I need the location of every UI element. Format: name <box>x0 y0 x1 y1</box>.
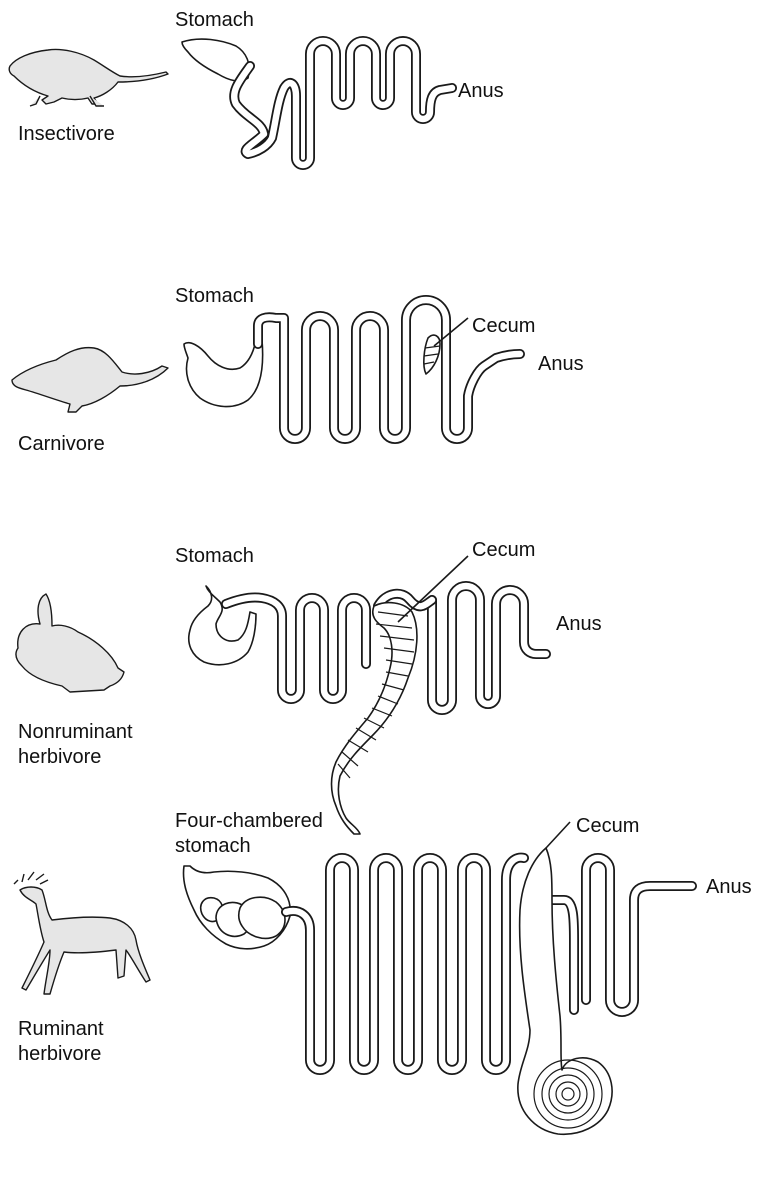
shrew-icon <box>9 49 168 106</box>
cecum-leader-line <box>546 822 570 848</box>
animal-label-ruminant-line2: herbivore <box>18 1043 101 1065</box>
anus-label: Anus <box>556 613 602 635</box>
stomach-label: Stomach <box>175 9 254 31</box>
anus-label: Anus <box>538 353 584 375</box>
panel-nonruminant-herbivore: Nonruminant herbivore Stomach Cecum Anus <box>16 539 602 834</box>
cat-icon <box>12 348 168 412</box>
intestine <box>286 858 692 1070</box>
cecum-label: Cecum <box>472 539 535 561</box>
stomach-label-line2: stomach <box>175 835 251 857</box>
stomach-label: Stomach <box>175 545 254 567</box>
stomach-organ <box>184 340 263 407</box>
panel-ruminant-herbivore: Ruminant herbivore Four-chambered stomac… <box>14 810 752 1134</box>
cecum-organ <box>518 848 612 1134</box>
cecum-label: Cecum <box>472 315 535 337</box>
animal-label-insectivore: Insectivore <box>18 123 115 145</box>
rabbit-icon <box>16 594 124 692</box>
stomach-label: Stomach <box>175 285 254 307</box>
animal-label-carnivore: Carnivore <box>18 433 105 455</box>
animal-label-nonruminant-line1: Nonruminant <box>18 721 133 743</box>
panel-insectivore: Insectivore Stomach Anus <box>9 9 503 165</box>
stomach-organ <box>183 866 290 949</box>
deer-icon <box>14 872 150 994</box>
intestine <box>234 41 452 165</box>
animal-label-nonruminant-line2: herbivore <box>18 746 101 768</box>
cecum-organ <box>424 335 440 374</box>
anus-label: Anus <box>706 876 752 898</box>
cecum-label: Cecum <box>576 815 639 837</box>
anus-label: Anus <box>458 80 504 102</box>
panel-carnivore: Carnivore Stomach Cecum Anus <box>12 285 584 455</box>
animal-label-ruminant-line1: Ruminant <box>18 1018 104 1040</box>
stomach-label-line1: Four-chambered <box>175 810 323 832</box>
